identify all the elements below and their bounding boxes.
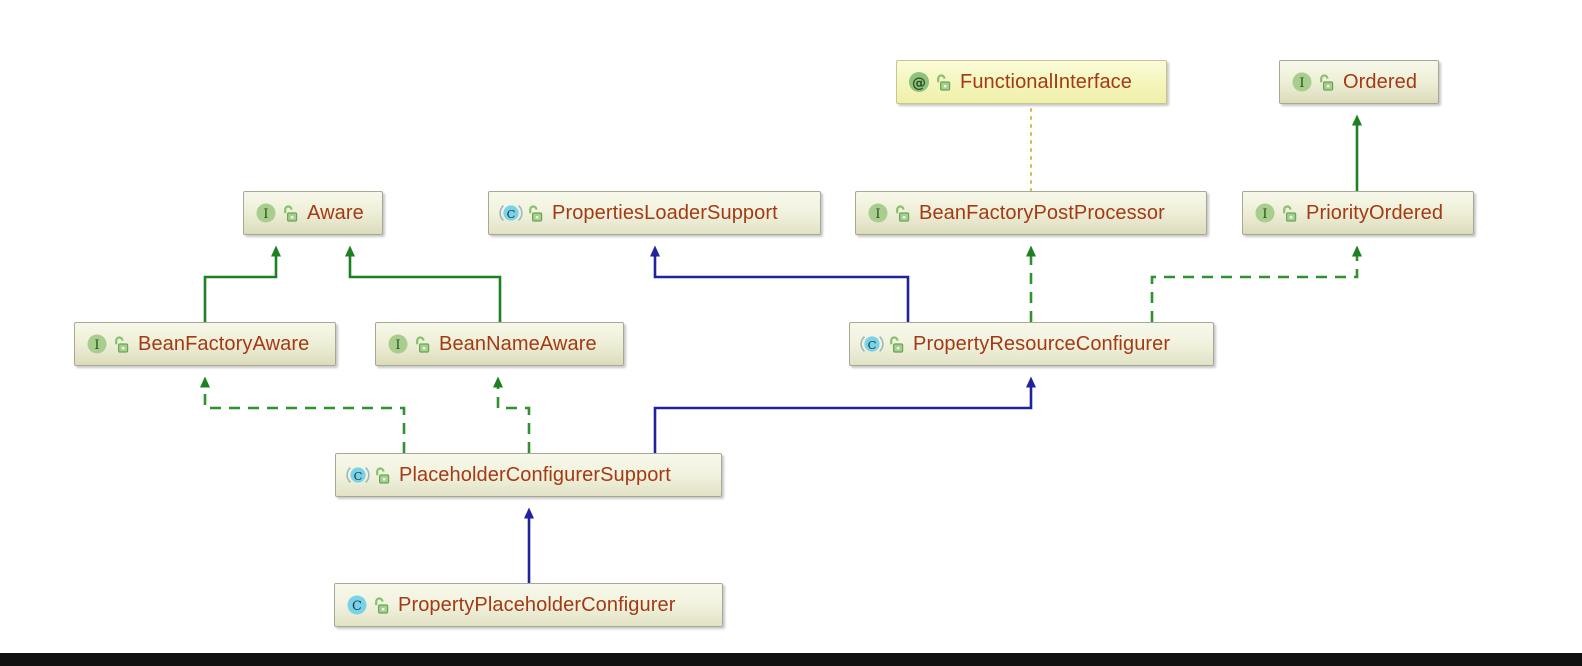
unlocked-padlock-icon (281, 205, 298, 223)
node-placeholder-configurer-support[interactable]: C PlaceholderConfigurerSupport (335, 453, 722, 497)
concrete-class-c-icon: C (345, 593, 369, 617)
node-label: BeanNameAware (439, 333, 597, 355)
node-properties-loader-support[interactable]: C PropertiesLoaderSupport (488, 191, 821, 235)
node-label: BeanFactoryPostProcessor (919, 202, 1165, 224)
node-bean-factory-post-processor[interactable]: I BeanFactoryPostProcessor (855, 191, 1207, 235)
node-label: BeanFactoryAware (138, 333, 310, 355)
svg-text:I: I (1262, 207, 1267, 222)
node-property-resource-configurer[interactable]: C PropertyResourceConfigurer (849, 322, 1214, 366)
node-label: PlaceholderConfigurerSupport (399, 464, 671, 486)
unlocked-padlock-icon (372, 597, 389, 615)
svg-text:I: I (94, 338, 99, 353)
svg-text:@: @ (912, 76, 926, 92)
node-functional-interface[interactable]: @ FunctionalInterface (896, 60, 1167, 104)
svg-text:C: C (352, 599, 362, 614)
interface-i-icon: I (85, 332, 109, 356)
interface-i-icon: I (866, 201, 890, 225)
node-property-placeholder-configurer[interactable]: C PropertyPlaceholderConfigurer (334, 583, 723, 627)
interface-i-icon: I (386, 332, 410, 356)
edge-bean-name-aware-to-aware (345, 245, 502, 322)
unlocked-padlock-icon (893, 205, 910, 223)
unlocked-padlock-icon (1280, 205, 1297, 223)
bottom-status-bar (0, 653, 1582, 666)
svg-text:I: I (875, 207, 880, 222)
node-label: PropertyResourceConfigurer (913, 333, 1171, 355)
edge-property-resource-configurer-to-priority-ordered (1150, 245, 1362, 322)
node-label: PriorityOrdered (1306, 202, 1444, 224)
node-bean-name-aware[interactable]: I BeanNameAware (375, 322, 624, 366)
edge-placeholder-configurer-support-to-bean-factory-aware (200, 376, 406, 453)
node-aware[interactable]: I Aware (243, 191, 383, 235)
interface-i-icon: I (1253, 201, 1277, 225)
unlocked-padlock-icon (1317, 74, 1334, 92)
abstract-class-c-icon: C (860, 332, 884, 356)
svg-text:I: I (263, 207, 268, 222)
edge-property-resource-configurer-to-properties-loader-support (650, 245, 910, 322)
svg-text:C: C (868, 338, 877, 352)
svg-text:C: C (354, 469, 363, 483)
interface-i-icon: I (254, 201, 278, 225)
node-label: PropertyPlaceholderConfigurer (398, 594, 676, 616)
svg-text:I: I (1299, 76, 1304, 91)
annotation-at-icon: @ (907, 70, 931, 94)
node-label: PropertiesLoaderSupport (552, 202, 778, 224)
unlocked-padlock-icon (112, 336, 129, 354)
node-bean-factory-aware[interactable]: I BeanFactoryAware (74, 322, 336, 366)
node-label: FunctionalInterface (960, 71, 1132, 93)
svg-text:C: C (507, 207, 516, 221)
abstract-class-c-icon: C (499, 201, 523, 225)
node-priority-ordered[interactable]: I PriorityOrdered (1242, 191, 1474, 235)
node-label: Ordered (1343, 71, 1418, 93)
unlocked-padlock-icon (413, 336, 430, 354)
unlocked-padlock-icon (934, 74, 951, 92)
abstract-class-c-icon: C (346, 463, 370, 487)
edge-bean-factory-aware-to-aware (203, 245, 281, 322)
unlocked-padlock-icon (526, 205, 543, 223)
unlocked-padlock-icon (373, 467, 390, 485)
node-label: Aware (307, 202, 364, 224)
interface-i-icon: I (1290, 70, 1314, 94)
edge-placeholder-configurer-support-to-bean-name-aware (493, 376, 531, 453)
node-ordered[interactable]: I Ordered (1279, 60, 1439, 104)
unlocked-padlock-icon (887, 336, 904, 354)
edge-placeholder-configurer-support-to-property-resource-configurer (653, 376, 1036, 453)
svg-text:I: I (395, 338, 400, 353)
